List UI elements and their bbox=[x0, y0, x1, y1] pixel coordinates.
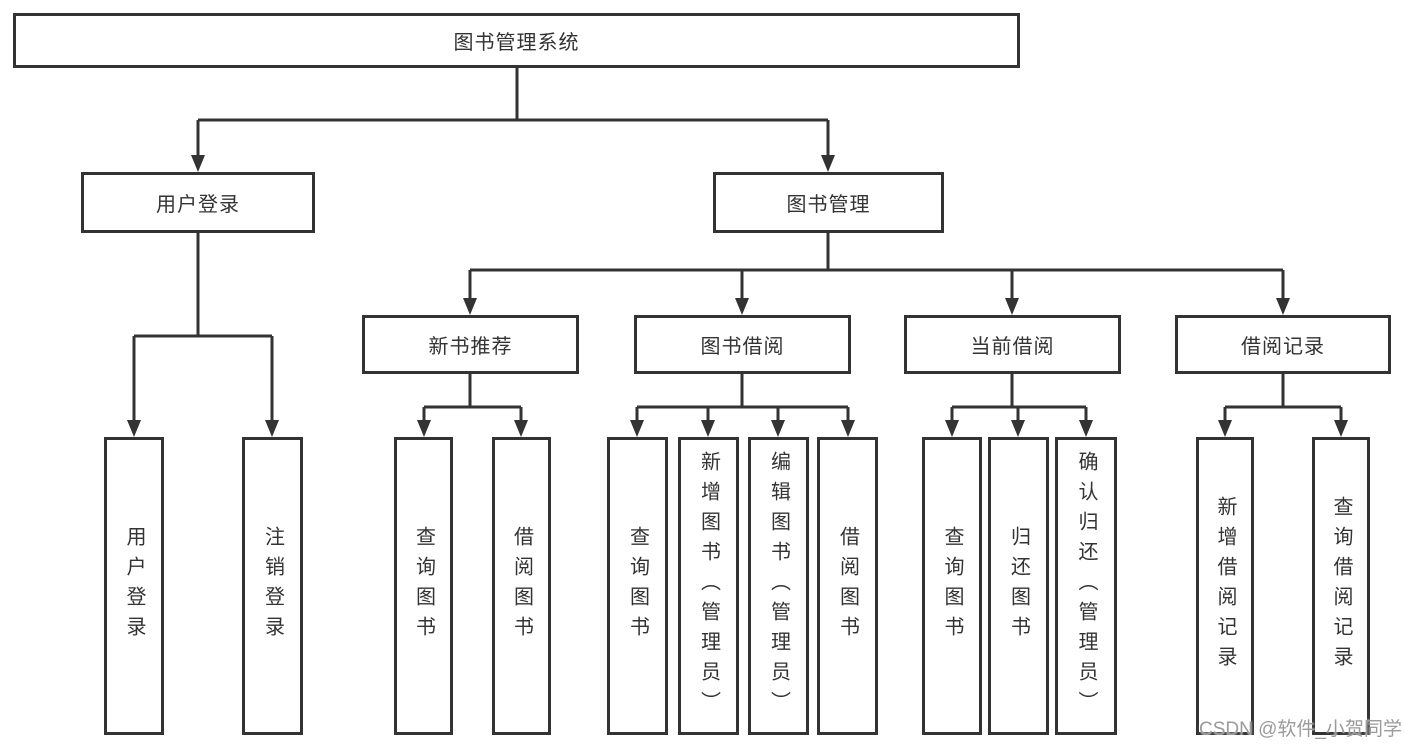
arrowhead-icon bbox=[841, 420, 855, 437]
node-book-management-label: 图书管理 bbox=[786, 194, 871, 216]
node-new-book-recommend-label: 新书推荐 bbox=[428, 336, 513, 358]
arrowhead-icon bbox=[1079, 420, 1093, 437]
arrowhead-icon bbox=[514, 420, 528, 437]
leaf-logout-label: 注销登录 bbox=[261, 526, 284, 646]
node-current-borrow-label: 当前借阅 bbox=[970, 336, 1055, 358]
leaf-add-book-admin: 新增图书（管理员） bbox=[678, 437, 739, 735]
leaf-return-book: 归还图书 bbox=[988, 437, 1049, 735]
connector-bookborrow-to-leaves bbox=[635, 374, 850, 422]
node-current-borrow: 当前借阅 bbox=[904, 315, 1121, 374]
node-borrow-record-label: 借阅记录 bbox=[1241, 336, 1325, 358]
arrowhead-icon bbox=[771, 420, 785, 437]
node-root: 图书管理系统 bbox=[13, 13, 1020, 68]
leaf-query-borrow-record: 查询借阅记录 bbox=[1312, 437, 1370, 735]
leaf-query-book-label: 查询图书 bbox=[626, 526, 649, 646]
leaf-borrow-book-under-newbook: 借阅图书 bbox=[492, 437, 551, 735]
connector-newbook-to-leaves bbox=[422, 374, 523, 422]
node-root-label: 图书管理系统 bbox=[453, 32, 580, 54]
leaf-borrow-book-label: 借阅图书 bbox=[510, 526, 533, 646]
leaf-add-borrow-record-label: 新增借阅记录 bbox=[1214, 496, 1236, 676]
leaf-return-book-label: 归还图书 bbox=[1007, 526, 1030, 646]
arrowhead-icon bbox=[191, 155, 205, 172]
node-user-login-label: 用户登录 bbox=[156, 194, 240, 216]
arrowhead-icon bbox=[463, 298, 477, 315]
leaf-logout: 注销登录 bbox=[242, 437, 303, 735]
arrowhead-icon bbox=[701, 420, 715, 437]
arrowhead-icon bbox=[417, 420, 431, 437]
leaf-borrow-book-label: 借阅图书 bbox=[836, 526, 859, 646]
leaf-query-book-under-newbook: 查询图书 bbox=[394, 437, 453, 735]
arrowhead-icon bbox=[630, 420, 644, 437]
leaf-add-borrow-record: 新增借阅记录 bbox=[1196, 437, 1254, 735]
leaf-query-book-label: 查询图书 bbox=[941, 526, 963, 646]
connector-bookmgmt-to-level3 bbox=[468, 233, 1285, 300]
leaf-query-borrow-record-label: 查询借阅记录 bbox=[1330, 496, 1352, 676]
arrowhead-icon bbox=[1011, 420, 1025, 437]
leaf-user-login: 用户登录 bbox=[104, 437, 164, 735]
arrowhead-icon bbox=[127, 420, 141, 437]
node-borrow-record: 借阅记录 bbox=[1175, 315, 1391, 374]
node-book-borrow-label: 图书借阅 bbox=[700, 336, 785, 358]
connector-userlogin-to-leaves bbox=[132, 233, 274, 422]
leaf-query-book-under-borrow: 查询图书 bbox=[607, 437, 668, 735]
connector-root-to-level2 bbox=[196, 68, 830, 157]
leaf-user-login-label: 用户登录 bbox=[123, 526, 145, 646]
watermark: CSDN @软件_小贺同学 bbox=[1199, 719, 1402, 740]
arrowhead-icon bbox=[1005, 298, 1019, 315]
arrowhead-icon bbox=[821, 155, 835, 172]
arrowhead-icon bbox=[735, 298, 749, 315]
leaf-confirm-return-admin-label: 确认归还（管理员） bbox=[1075, 451, 1097, 721]
arrowhead-icon bbox=[265, 420, 279, 437]
leaf-query-book-label: 查询图书 bbox=[412, 526, 435, 646]
leaf-edit-book-admin-label: 编辑图书（管理员） bbox=[767, 451, 790, 721]
node-book-borrow: 图书借阅 bbox=[634, 315, 851, 374]
arrowhead-icon bbox=[1218, 420, 1232, 437]
node-user-login: 用户登录 bbox=[81, 172, 315, 233]
leaf-query-book-under-current: 查询图书 bbox=[922, 437, 982, 735]
node-book-management: 图书管理 bbox=[713, 172, 944, 233]
connector-currentborrow-to-leaves bbox=[950, 374, 1088, 422]
arrowhead-icon bbox=[1334, 420, 1348, 437]
leaf-edit-book-admin: 编辑图书（管理员） bbox=[748, 437, 809, 735]
arrowhead-icon bbox=[945, 420, 959, 437]
connector-borrowrecord-to-leaves bbox=[1223, 374, 1343, 422]
leaf-add-book-admin-label: 新增图书（管理员） bbox=[697, 451, 720, 721]
arrowhead-icon bbox=[1276, 298, 1290, 315]
node-new-book-recommend: 新书推荐 bbox=[362, 315, 579, 374]
leaf-confirm-return-admin: 确认归还（管理员） bbox=[1055, 437, 1117, 735]
leaf-borrow-book-under-borrow: 借阅图书 bbox=[817, 437, 878, 735]
